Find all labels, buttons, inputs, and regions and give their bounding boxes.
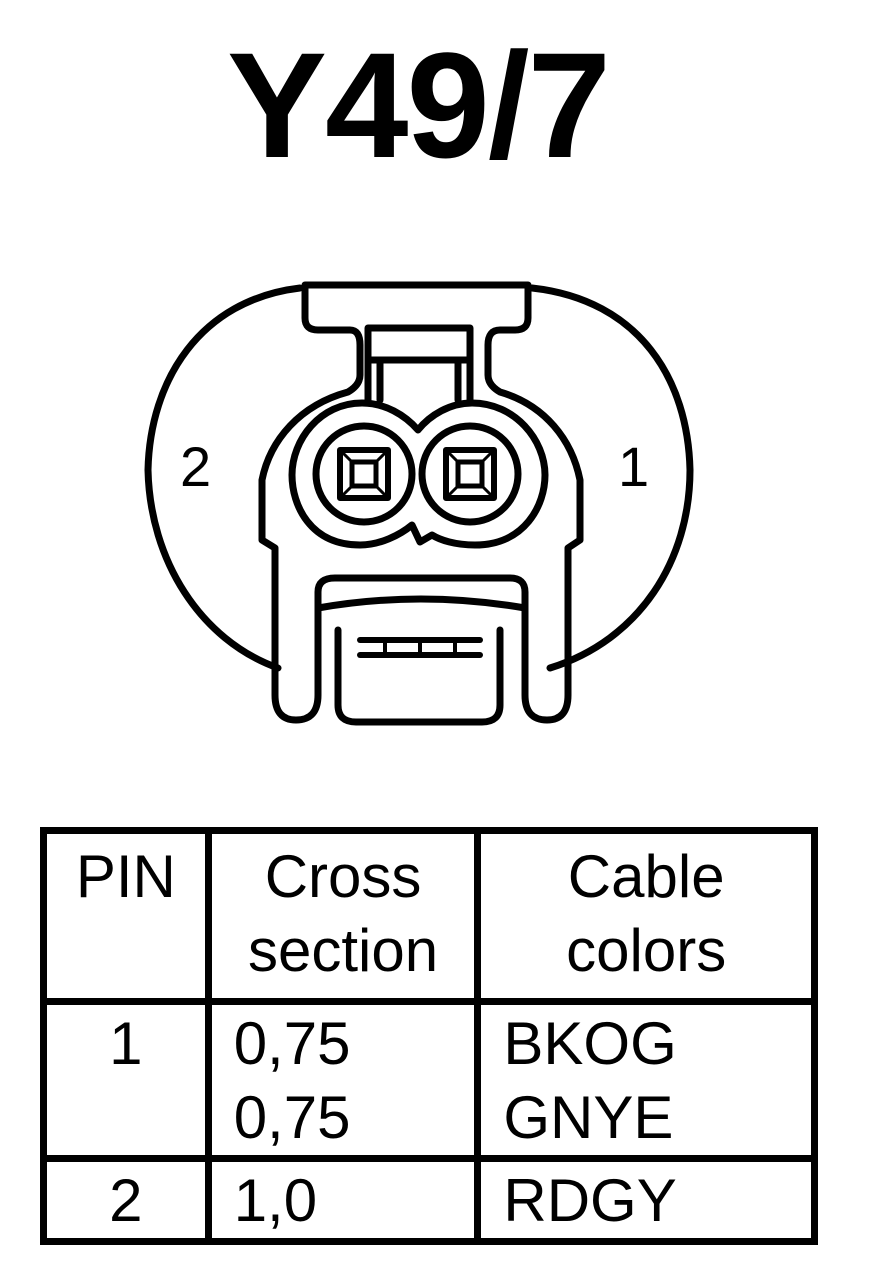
cross-section-cell: 1,0 bbox=[204, 1155, 482, 1245]
connector-top-latch bbox=[258, 281, 584, 724]
pin-2-label: 2 bbox=[180, 435, 211, 498]
pin-1-label: 1 bbox=[618, 435, 649, 498]
connector-top-window bbox=[364, 324, 474, 404]
pin-2-socket bbox=[312, 422, 416, 526]
connector-cavity-outline bbox=[288, 399, 549, 549]
cross-section-cell: 0,75 0,75 bbox=[204, 998, 482, 1162]
connector-diagram: 2 1 bbox=[144, 281, 694, 726]
connector-title: Y49/7 bbox=[227, 21, 611, 189]
cable-color-cell: RDGY bbox=[474, 1155, 818, 1245]
pin-1-socket bbox=[418, 422, 522, 526]
table-header-row: PIN Cross section Cable colors bbox=[40, 827, 818, 1005]
connector-housing-outline bbox=[144, 284, 694, 672]
pin-cell: 2 bbox=[40, 1155, 212, 1245]
wiring-table: PIN Cross section Cable colors 1 0,75 0,… bbox=[40, 827, 818, 1245]
pin-cell: 1 bbox=[40, 998, 212, 1162]
table-row: 2 1,0 RDGY bbox=[40, 1155, 818, 1245]
header-cross-section: Cross section bbox=[204, 827, 482, 1005]
connector-bottom-lock bbox=[334, 626, 504, 726]
header-pin: PIN bbox=[40, 827, 212, 1005]
header-cable-colors: Cable colors bbox=[474, 827, 818, 1005]
table-row: 1 0,75 0,75 BKOG GNYE bbox=[40, 998, 818, 1162]
cable-color-cell: BKOG GNYE bbox=[474, 998, 818, 1162]
